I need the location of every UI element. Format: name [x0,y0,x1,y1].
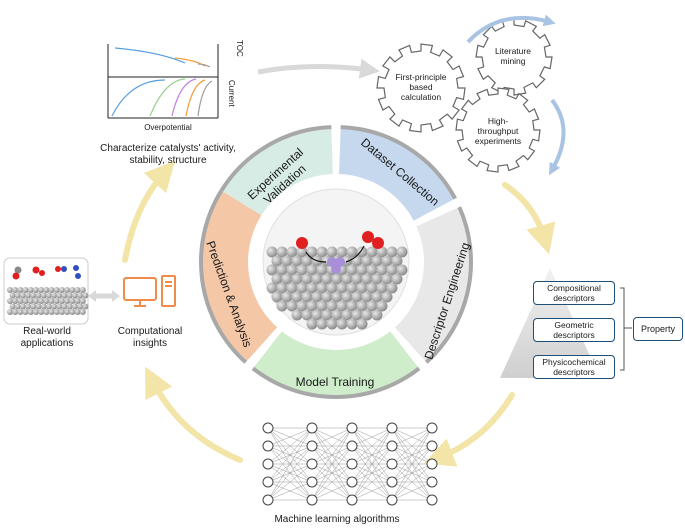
cycle-ring [199,125,473,399]
ml-label: Machine learning algorithms [274,514,400,525]
top-arrow [257,58,380,79]
physicochemical-descriptors-box: Physicochemical descriptors [533,355,615,379]
gear-high-throughput [455,87,541,173]
prediction-analysis-segment [200,190,278,363]
catalyst-surface [262,188,410,336]
gear-first-principle-label: First-principle based calculation [395,72,447,102]
double-arrow [88,290,120,302]
toc-label: TOC [235,40,244,57]
computational-label: Computational insights [117,326,183,349]
gear-literature [475,18,553,96]
gear-cycle-arrow-right [549,98,566,176]
compositional-descriptors-box: Compositional descriptors [533,281,615,305]
real-world-panel [3,257,89,325]
descriptor-bracket [620,287,632,371]
polarization-chart [107,44,219,119]
gear-first-principle [376,43,466,133]
current-label: Current [227,80,236,107]
model-training-label: Model Training [295,375,375,389]
experimental-validation-segment-rim [219,125,332,192]
property-box: Property [633,317,683,341]
descriptor-engineering-segment [394,207,471,363]
gear-cycle-arrow-top [466,14,556,44]
dataset-collection-segment [339,127,456,221]
neural-network-icon [262,422,438,506]
geometric-descriptors-box: Geometric descriptors [533,318,615,342]
real-world-label: Real-world applications [20,326,74,349]
chart-caption: Characterize catalysts' activity, stabil… [100,143,236,166]
computer-icon [123,275,176,307]
gear-literature-label: Literature mining [495,46,531,66]
dataset-collection-segment-rim [340,125,457,200]
experimental-validation-segment [221,127,333,216]
gear-high-throughput-label: High-throughput experiments [474,116,522,146]
model-training-segment [252,331,420,397]
model-training-segment-rim [251,366,421,399]
prediction-analysis-segment-rim [199,189,248,364]
descriptor-engineering-segment-rim [424,206,473,364]
chart-xlabel: Overpotential [144,123,192,132]
cycle-arrows [122,160,556,467]
